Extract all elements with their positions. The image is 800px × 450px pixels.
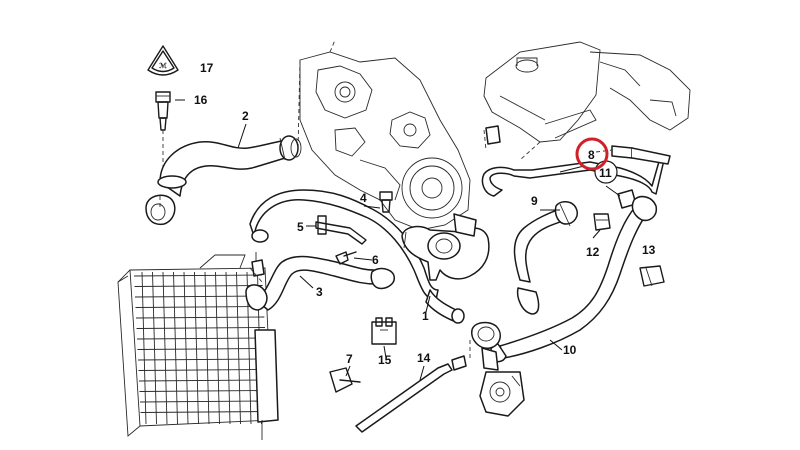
callout-11: 11 <box>599 166 612 180</box>
part-1-thermostat-hose <box>401 213 490 324</box>
part-10-lower-hose <box>489 195 658 363</box>
radiator <box>117 254 279 440</box>
part-16-temperature-sensor <box>155 91 171 178</box>
radiator-fin <box>135 316 265 319</box>
callout-5: 5 <box>297 220 304 234</box>
leader-lines <box>175 99 621 381</box>
part-8-vent-pipe <box>481 145 671 197</box>
radiator-fin <box>135 306 264 308</box>
radiator-core-line <box>225 271 231 425</box>
callout-12: 12 <box>586 245 600 259</box>
radiator-core-line <box>173 271 178 425</box>
part-6-screw <box>335 251 357 265</box>
radiator-core-line <box>183 271 189 425</box>
radiator-fin <box>138 379 269 382</box>
expansion-tank <box>483 41 691 161</box>
part-17-warning-label: ℳ <box>147 45 179 76</box>
radiator-fin <box>139 400 270 403</box>
callout-8-highlight-circle <box>575 137 609 171</box>
engine-block <box>297 39 471 231</box>
radiator-fin <box>140 411 270 413</box>
part-2-upper-hose <box>145 135 302 226</box>
radiator-core-line <box>162 271 168 425</box>
radiator-core-line <box>141 271 147 425</box>
callout-17: 17 <box>200 61 214 75</box>
callout-1: 1 <box>422 309 429 323</box>
radiator-fin <box>134 295 264 298</box>
radiator-core-line <box>204 271 210 425</box>
part-9-hose <box>513 201 578 315</box>
radiator-fin <box>138 369 268 371</box>
part-12-clamp <box>593 213 611 231</box>
callout-8: 8 <box>588 148 595 162</box>
part-13-bracket <box>639 265 665 287</box>
part-7-bracket <box>329 367 361 393</box>
callout-14: 14 <box>417 351 431 365</box>
callout-16: 16 <box>194 93 208 107</box>
callout-9: 9 <box>531 194 538 208</box>
radiator-fin <box>136 337 266 340</box>
radiator-fin <box>136 327 266 329</box>
callout-3: 3 <box>316 285 323 299</box>
part-15-clip <box>371 317 397 345</box>
callout-4: 4 <box>360 191 367 205</box>
bypass-hose <box>249 189 439 301</box>
radiator-core-line <box>236 271 241 425</box>
radiator-core-line <box>152 271 157 425</box>
callout-15: 15 <box>378 353 392 367</box>
radiator-fin <box>139 390 269 392</box>
part-14-cable-tie <box>355 355 467 433</box>
radiator-fin <box>137 348 267 350</box>
radiator-fin <box>137 358 267 361</box>
radiator-core-line <box>215 271 220 425</box>
radiator-fin <box>133 274 263 277</box>
part-3-lower-hose <box>245 252 395 311</box>
part-4-bolt <box>379 191 393 213</box>
callout-10: 10 <box>563 343 577 357</box>
part-5-bracket <box>315 215 367 245</box>
radiator-fin <box>134 285 263 287</box>
radiator-core-line <box>194 271 199 425</box>
callout-7: 7 <box>346 352 353 366</box>
callout-6: 6 <box>372 253 379 267</box>
callout-2: 2 <box>242 109 249 123</box>
label-glyph: ℳ <box>159 62 167 70</box>
callout-13: 13 <box>642 243 656 257</box>
water-pump <box>469 321 525 417</box>
